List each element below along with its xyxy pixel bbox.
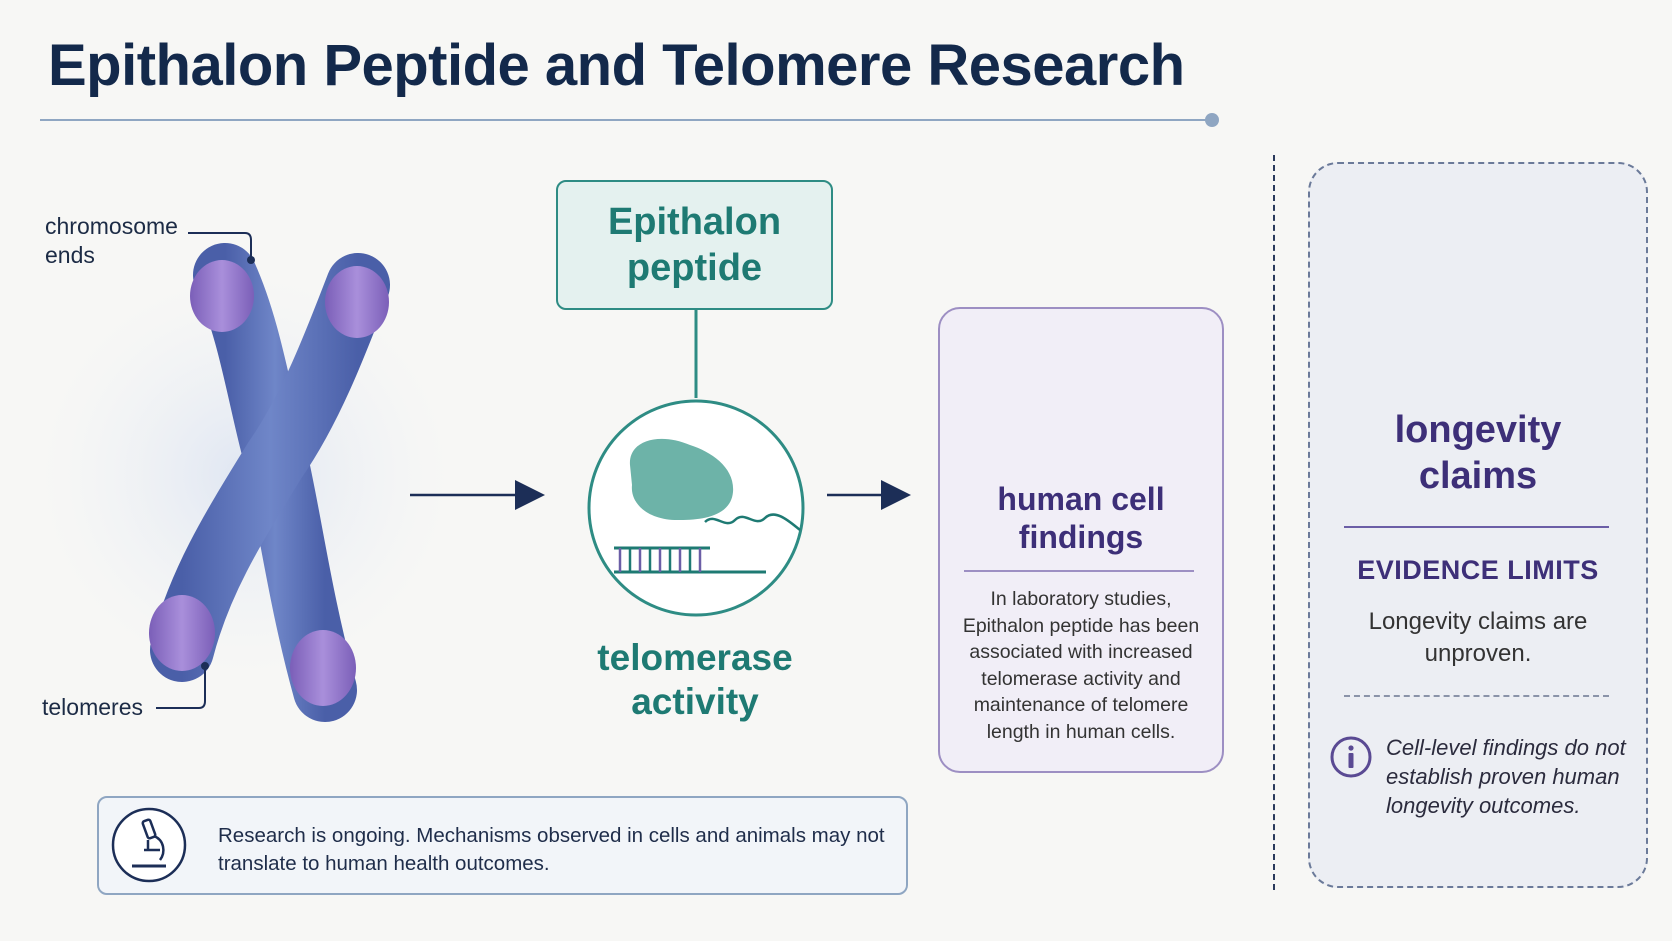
chromosome-arm	[150, 253, 390, 682]
peptide-label-line2: peptide	[626, 247, 763, 289]
chromosome-ends-label-line2: ends	[45, 242, 95, 268]
cell-title-line1: human cell	[997, 481, 1165, 517]
research-note-box	[97, 796, 908, 895]
chromosome-illustration	[149, 243, 390, 722]
evidence-limits-text: Longevity claims are unproven.	[1368, 608, 1588, 667]
evidence-limits-heading: EVIDENCE LIMITS	[1357, 555, 1599, 585]
evidence-dashed-divider	[1344, 695, 1609, 697]
telomerase-icon	[587, 399, 805, 617]
human-cell-findings-title: human cell findings	[945, 480, 1217, 556]
telomeres-leader	[156, 668, 206, 709]
telomere-tip	[325, 266, 389, 338]
human-cell-findings-description: In laboratory studies, Epithalon peptide…	[962, 588, 1200, 743]
telomerase-activity-label: telomerase activity	[560, 636, 830, 724]
chromosome-ends-leader	[188, 232, 252, 258]
page-title: Epithalon Peptide and Telomere Research	[48, 33, 1185, 98]
chromosome-ends-label-line1: chromosome	[45, 213, 178, 239]
section-divider	[1273, 155, 1275, 890]
telomerase-label-line1: telomerase	[597, 637, 793, 678]
telomere-tip	[149, 595, 215, 671]
peptide-label-line1: Epithalon	[607, 201, 782, 243]
title-divider-dot	[1205, 113, 1219, 127]
title-divider	[40, 119, 1210, 121]
evidence-divider	[1344, 526, 1609, 528]
telomere-tip	[290, 630, 356, 706]
evidence-limits-card	[1308, 162, 1648, 888]
evidence-note: Cell-level findings do not establish pro…	[1386, 735, 1626, 818]
human-cell-findings-card	[938, 307, 1224, 773]
epithalon-peptide-box: Epithalon peptide	[556, 180, 833, 310]
microscope-icon	[111, 807, 187, 883]
telomeres-label: telomeres	[42, 694, 143, 720]
telomere-tip	[190, 260, 254, 332]
research-note-text: Research is ongoing. Mechanisms observed…	[218, 824, 885, 875]
epithalon-peptide-label: Epithalon peptide	[608, 199, 781, 291]
leader-dot	[201, 662, 209, 670]
info-icon	[1330, 736, 1372, 778]
telomerase-label-line2: activity	[631, 681, 759, 722]
longevity-claims-title: longevity claims	[1318, 407, 1638, 499]
cell-title-line2: findings	[1018, 519, 1144, 555]
longevity-title-line2: claims	[1418, 455, 1538, 497]
cell-card-divider	[964, 570, 1194, 572]
chromosome-ends-label: chromosome ends	[45, 212, 178, 270]
leader-dot	[247, 256, 255, 264]
longevity-title-line1: longevity	[1394, 409, 1562, 451]
